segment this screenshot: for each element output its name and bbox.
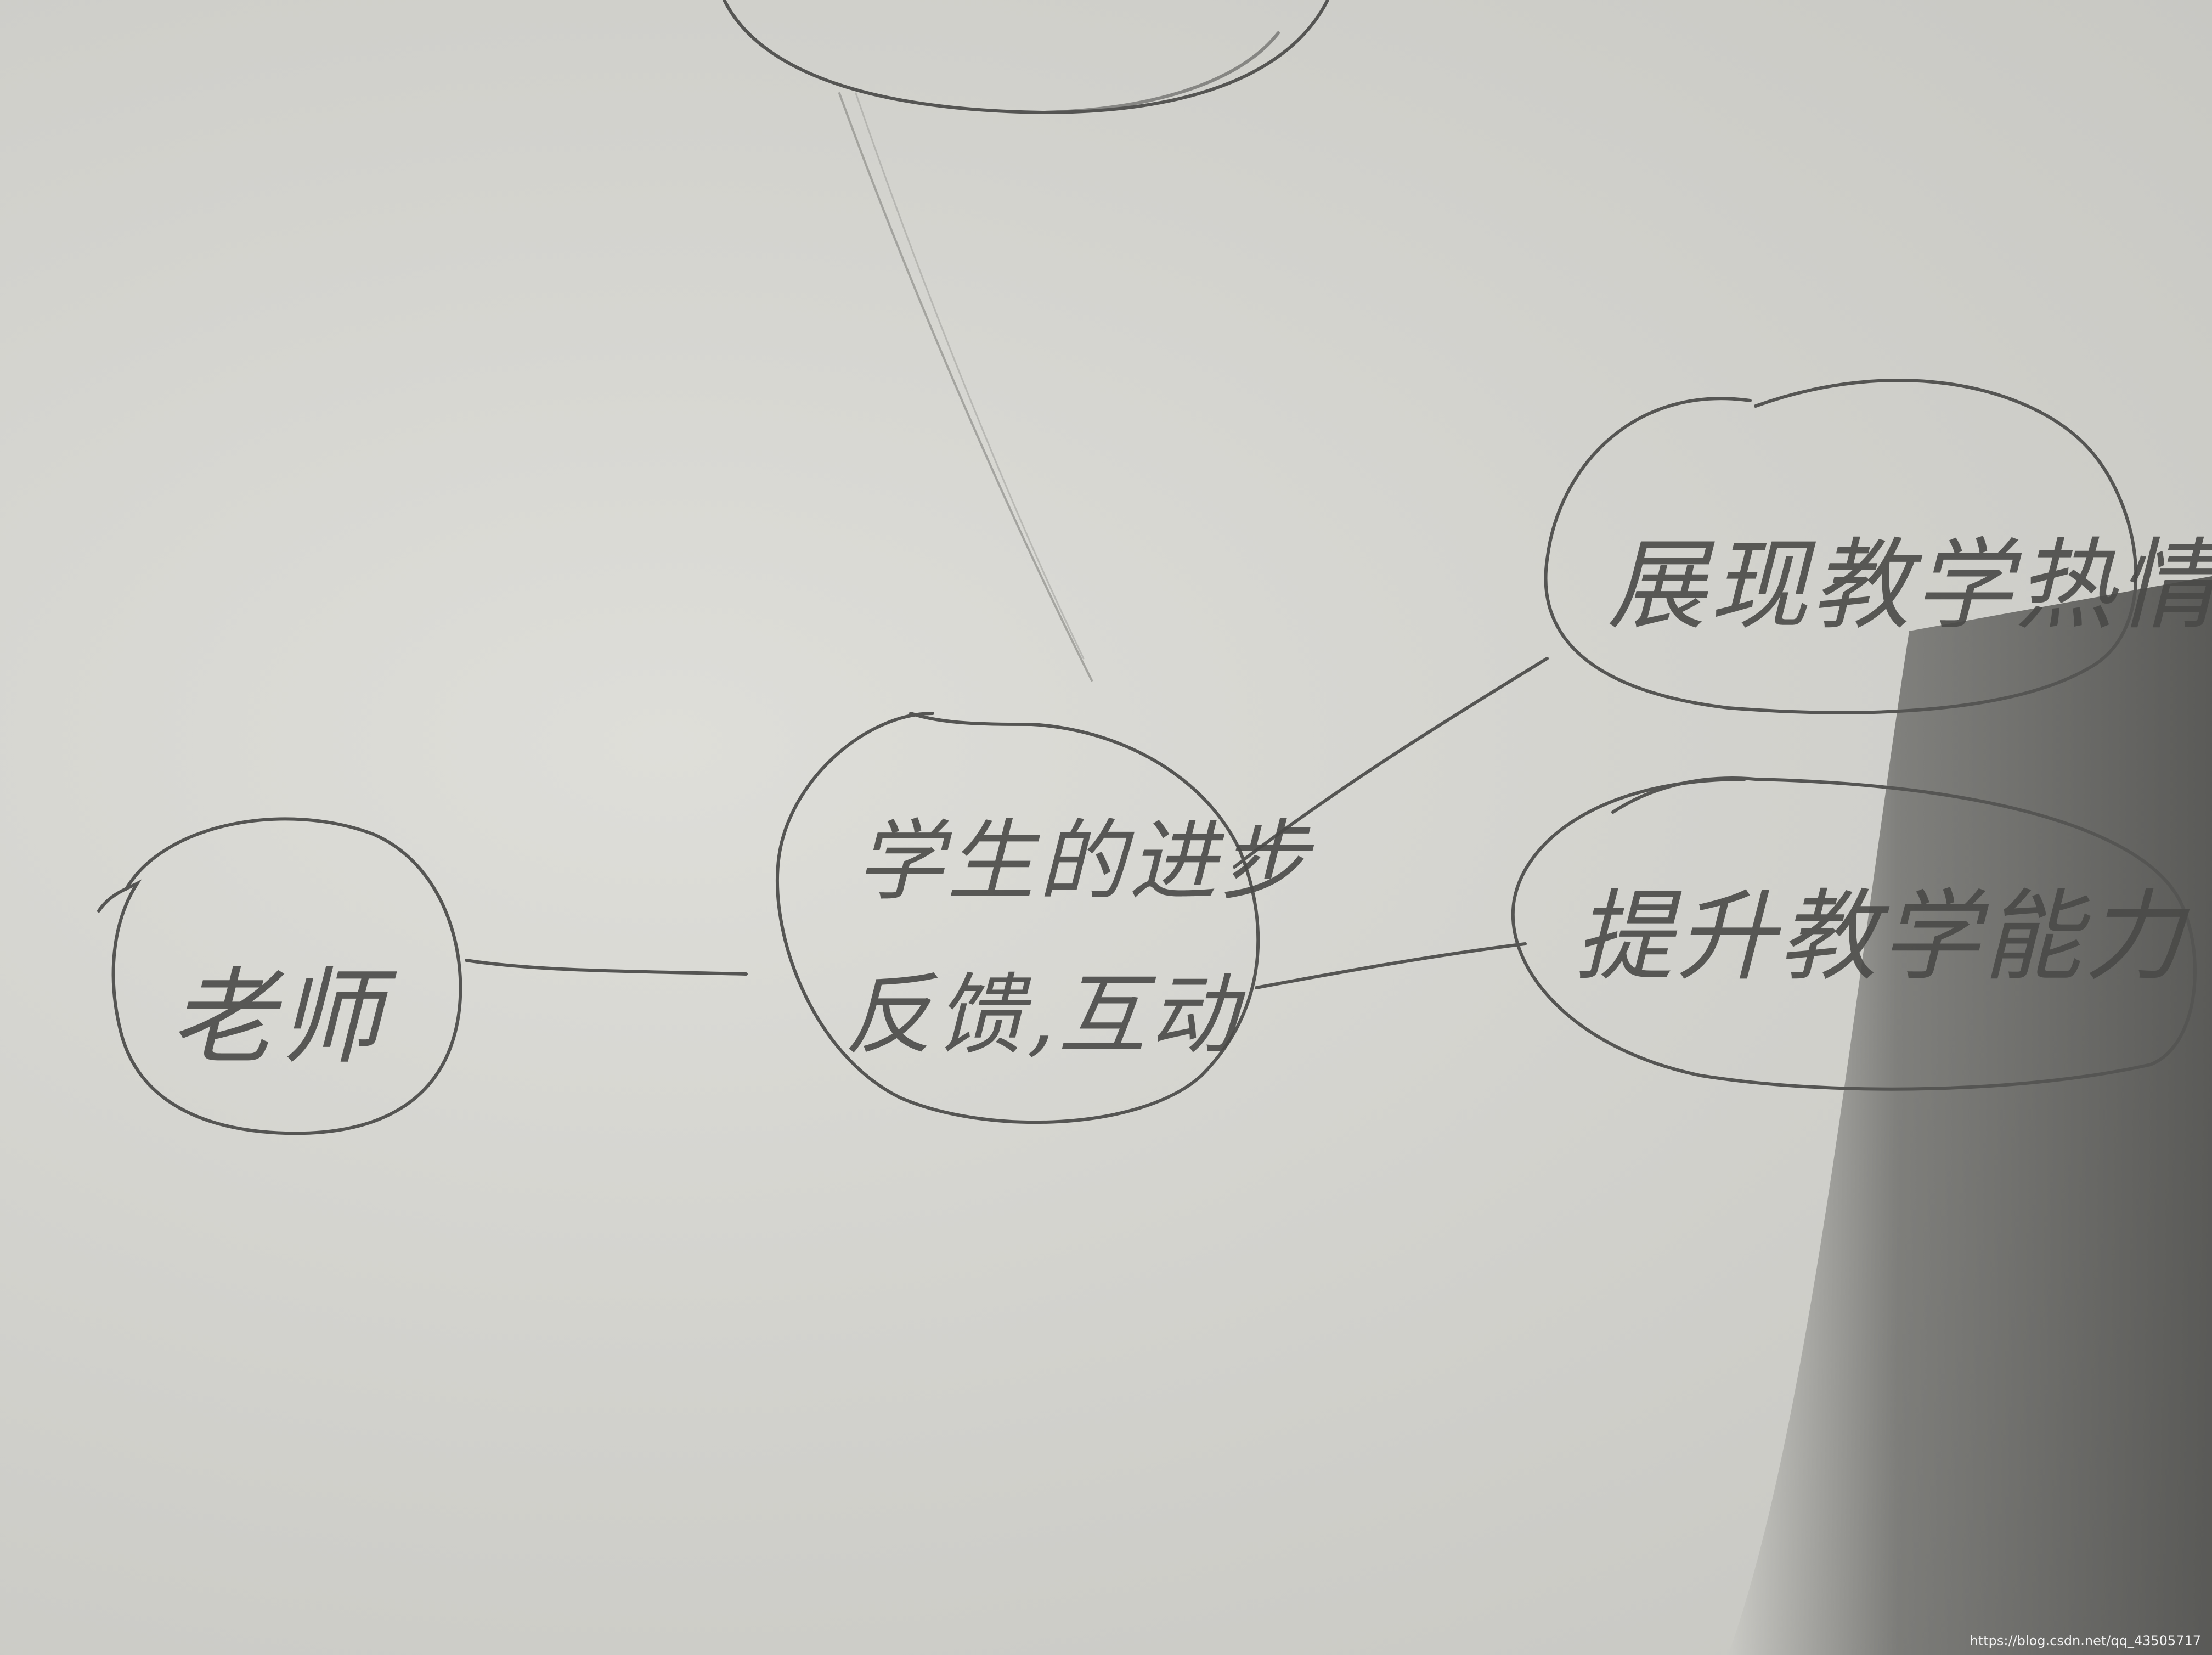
upper-right-circle (1544, 379, 2138, 714)
center-label-line1: 学生的进步 (856, 810, 1312, 913)
lower-right-label: 提升教学能力 (1575, 880, 2187, 994)
watermark-url: https://blog.csdn.net/qq_43505717 (1970, 1633, 2201, 1648)
center-label-line2: 反馈,互动 (845, 964, 1240, 1066)
top-partial-circle (723, 0, 1329, 115)
connector-center-lower (1255, 942, 1527, 989)
upper-right-label: 展现教学热情, (1607, 528, 2212, 643)
center-circle (776, 712, 1260, 1124)
teacher-label: 老师 (170, 957, 386, 1078)
connector-teacher-center (465, 959, 748, 976)
faint-diagonal-line (838, 92, 1093, 682)
lower-right-circle (1511, 776, 2197, 1091)
teacher-circle (97, 817, 462, 1135)
connector-center-upper (1233, 657, 1549, 869)
